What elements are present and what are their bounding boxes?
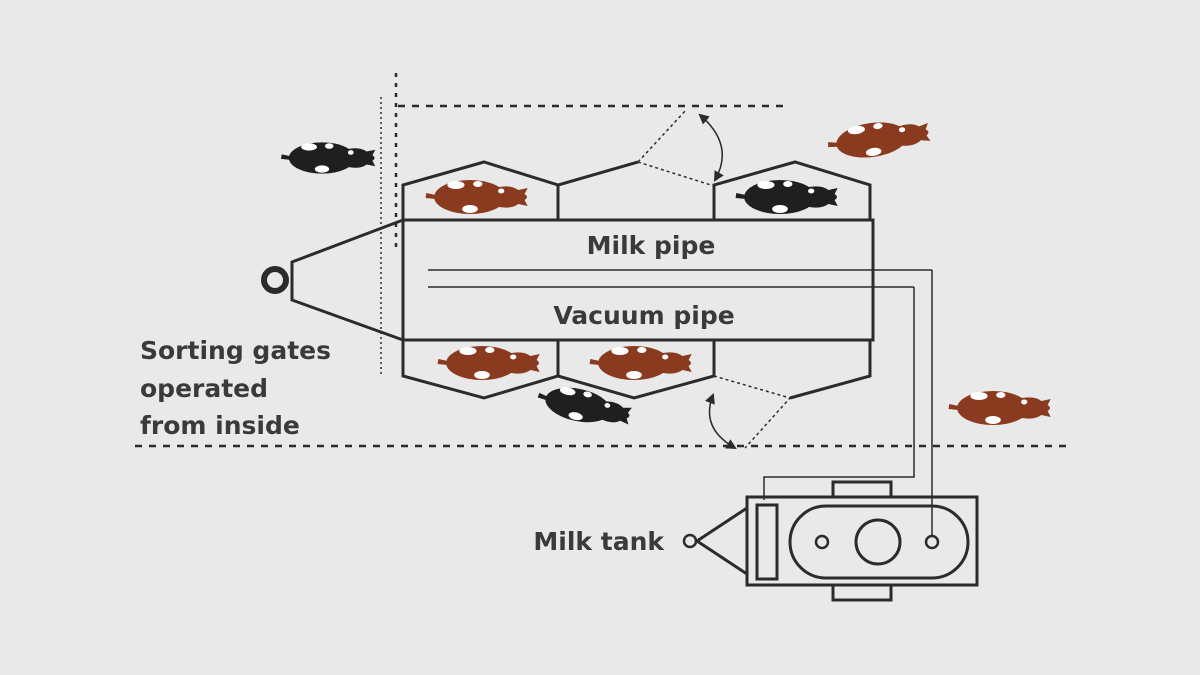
vacuum-pipe-to-tank — [763, 287, 915, 500]
milk-tank-label: Milk tank — [533, 527, 665, 556]
bottom-stalls — [401, 340, 872, 450]
tank-vessel — [788, 504, 970, 580]
sorting-gates-label-line-2: operated — [140, 374, 268, 403]
cow-icon — [735, 180, 838, 214]
tank-tow-bar — [694, 506, 748, 576]
top-gate-swing — [637, 109, 715, 187]
bottom-gate-swing — [713, 375, 792, 449]
sorting-gates-label-line-1: Sorting gates — [140, 336, 331, 365]
tank-bottom-lug — [831, 583, 893, 602]
pipe-housing — [401, 218, 875, 342]
top-stalls — [401, 109, 872, 220]
cow-icon — [425, 180, 528, 214]
vacuum-pipe-label: Vacuum pipe — [553, 301, 734, 330]
parlour-inlet-ring — [261, 266, 289, 294]
bottom-gate-arrow-icon — [705, 393, 737, 450]
cow-icon — [437, 346, 540, 380]
cow-icon — [534, 380, 634, 432]
cows — [280, 115, 1051, 432]
tank-tow-ring — [682, 533, 698, 549]
tank-inlet — [924, 534, 940, 550]
parlour-front-taper — [290, 218, 404, 342]
cow-icon — [280, 142, 376, 174]
bottom-stall-1 — [401, 340, 560, 400]
milk-pipe-label: Milk pipe — [587, 231, 716, 260]
top-stall-2-open — [556, 160, 639, 220]
bottom-stall-3-open — [789, 340, 872, 400]
tank-frame — [745, 495, 979, 587]
bottom-stall-2 — [557, 340, 716, 400]
boundary-lines — [135, 73, 1068, 448]
cow-icon — [948, 391, 1051, 425]
parlour-body — [261, 218, 933, 535]
tank-top-lug — [831, 480, 893, 499]
sorting-gates-label-line-3: from inside — [140, 411, 300, 440]
tank-outlet — [814, 534, 830, 550]
tank-panel — [755, 503, 779, 581]
cow-icon — [589, 346, 692, 380]
milk-tank — [682, 480, 979, 602]
cow-icon — [825, 115, 932, 164]
top-stall-3 — [712, 160, 872, 220]
tank-hatch — [854, 518, 902, 566]
top-gate-arrow-icon — [698, 113, 724, 182]
